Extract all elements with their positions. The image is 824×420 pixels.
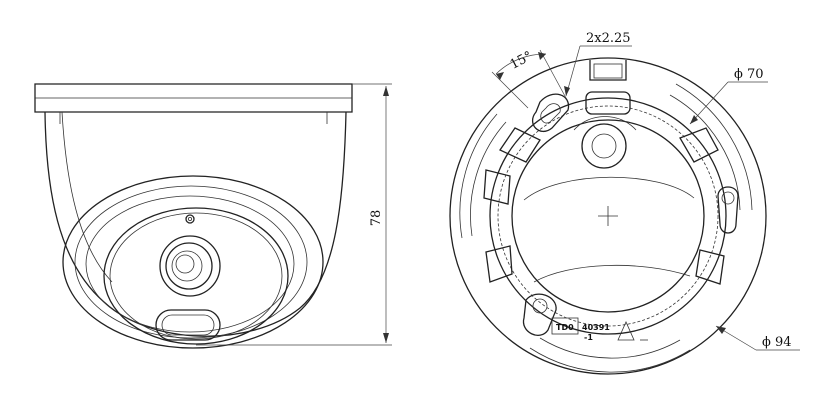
- lens-ring: [165, 242, 213, 290]
- mount-ring-dashed: [497, 105, 719, 327]
- keyhole-slot-bottom-left: [522, 293, 557, 336]
- center-boss-hole: [591, 133, 617, 159]
- tab-upper-right: [679, 127, 719, 163]
- front-face: [103, 207, 289, 345]
- inner-leader-arrow: [690, 115, 698, 124]
- angle-leg-right: [539, 49, 567, 99]
- ir-window: [155, 309, 221, 341]
- slot-label: 2x2.25: [586, 31, 631, 46]
- tab-upper-left: [499, 127, 541, 163]
- sensor-dot: [185, 214, 195, 224]
- arc-slot-left-a: [459, 113, 498, 239]
- arc-slot-bottom-b: [539, 337, 681, 359]
- tab-lower-left: [485, 245, 513, 283]
- base-bottom-view: TD0 40391 -1: [449, 57, 767, 375]
- inner-diameter-label: ϕ 70: [734, 67, 764, 82]
- keyhole-slot-top-left-inner: [540, 103, 561, 124]
- arrow-bottom: [383, 333, 389, 343]
- cable-notch-inner: [593, 63, 623, 79]
- height-label: 78: [369, 210, 384, 227]
- lens-core: [175, 254, 195, 274]
- slot-leader-arrow: [564, 86, 570, 96]
- slot-dimension: 2x2.25: [564, 31, 632, 97]
- base-outer-circle: [449, 57, 767, 375]
- cable-notch: [589, 60, 627, 81]
- cavity-edge-bottom: [533, 264, 691, 283]
- marking-code-b: 40391: [582, 323, 610, 332]
- inner-diameter-callout: ϕ 70: [689, 67, 768, 125]
- arrow-top: [383, 86, 389, 96]
- recycle-triangle-icon: [617, 321, 635, 341]
- angle-arrow-right: [538, 52, 546, 60]
- front-face-inner: [109, 212, 283, 340]
- camera-side-view: [34, 83, 353, 349]
- base-flange: [34, 83, 353, 113]
- angle-dimension: 15°: [491, 49, 567, 109]
- mount-ring-outer: [489, 97, 727, 335]
- arc-slot-right-a: [675, 83, 753, 211]
- arc-slot-right-b: [669, 94, 741, 211]
- mount-ring-inner: [511, 119, 705, 313]
- top-clip: [585, 91, 631, 115]
- outer-diameter-label: ϕ 94: [762, 335, 792, 350]
- ir-window-inner: [161, 314, 215, 336]
- visor-ring-inner: [85, 195, 295, 333]
- dome-body-inner: [61, 111, 113, 283]
- visor-ring-mid: [74, 185, 308, 339]
- lens-glass: [171, 250, 203, 282]
- keyhole-slot-right-head: [721, 191, 735, 205]
- outer-leader-arrow: [716, 326, 726, 334]
- keyhole-slot-top-left: [531, 93, 570, 133]
- center-boss: [581, 123, 627, 169]
- dome-body: [44, 111, 347, 337]
- angle-arrow-left: [496, 72, 504, 80]
- arc-slot-left-b: [470, 121, 507, 237]
- keyhole-slot-right: [717, 186, 739, 234]
- visor-ring-outer: [62, 175, 324, 349]
- tab-lower-right: [695, 249, 725, 285]
- lens-housing: [159, 235, 221, 297]
- inner-leader: [689, 81, 729, 125]
- arc-slot-bottom-a: [529, 347, 691, 373]
- angle-leg-left: [491, 71, 529, 109]
- angle-label: 15°: [508, 49, 535, 73]
- tab-left: [483, 169, 511, 205]
- keyhole-slot-bottom-left-head: [532, 298, 548, 314]
- marking-code-a: TD0: [556, 323, 574, 332]
- marking-box-a: [551, 317, 579, 335]
- height-dimension: 78: [196, 83, 392, 346]
- cavity-edge-top: [523, 176, 695, 201]
- marking-code-c: -1: [584, 333, 593, 342]
- boss-shoulder: [573, 116, 637, 131]
- sensor-dot-center: [187, 216, 192, 221]
- outer-diameter-callout: ϕ 94: [715, 325, 800, 351]
